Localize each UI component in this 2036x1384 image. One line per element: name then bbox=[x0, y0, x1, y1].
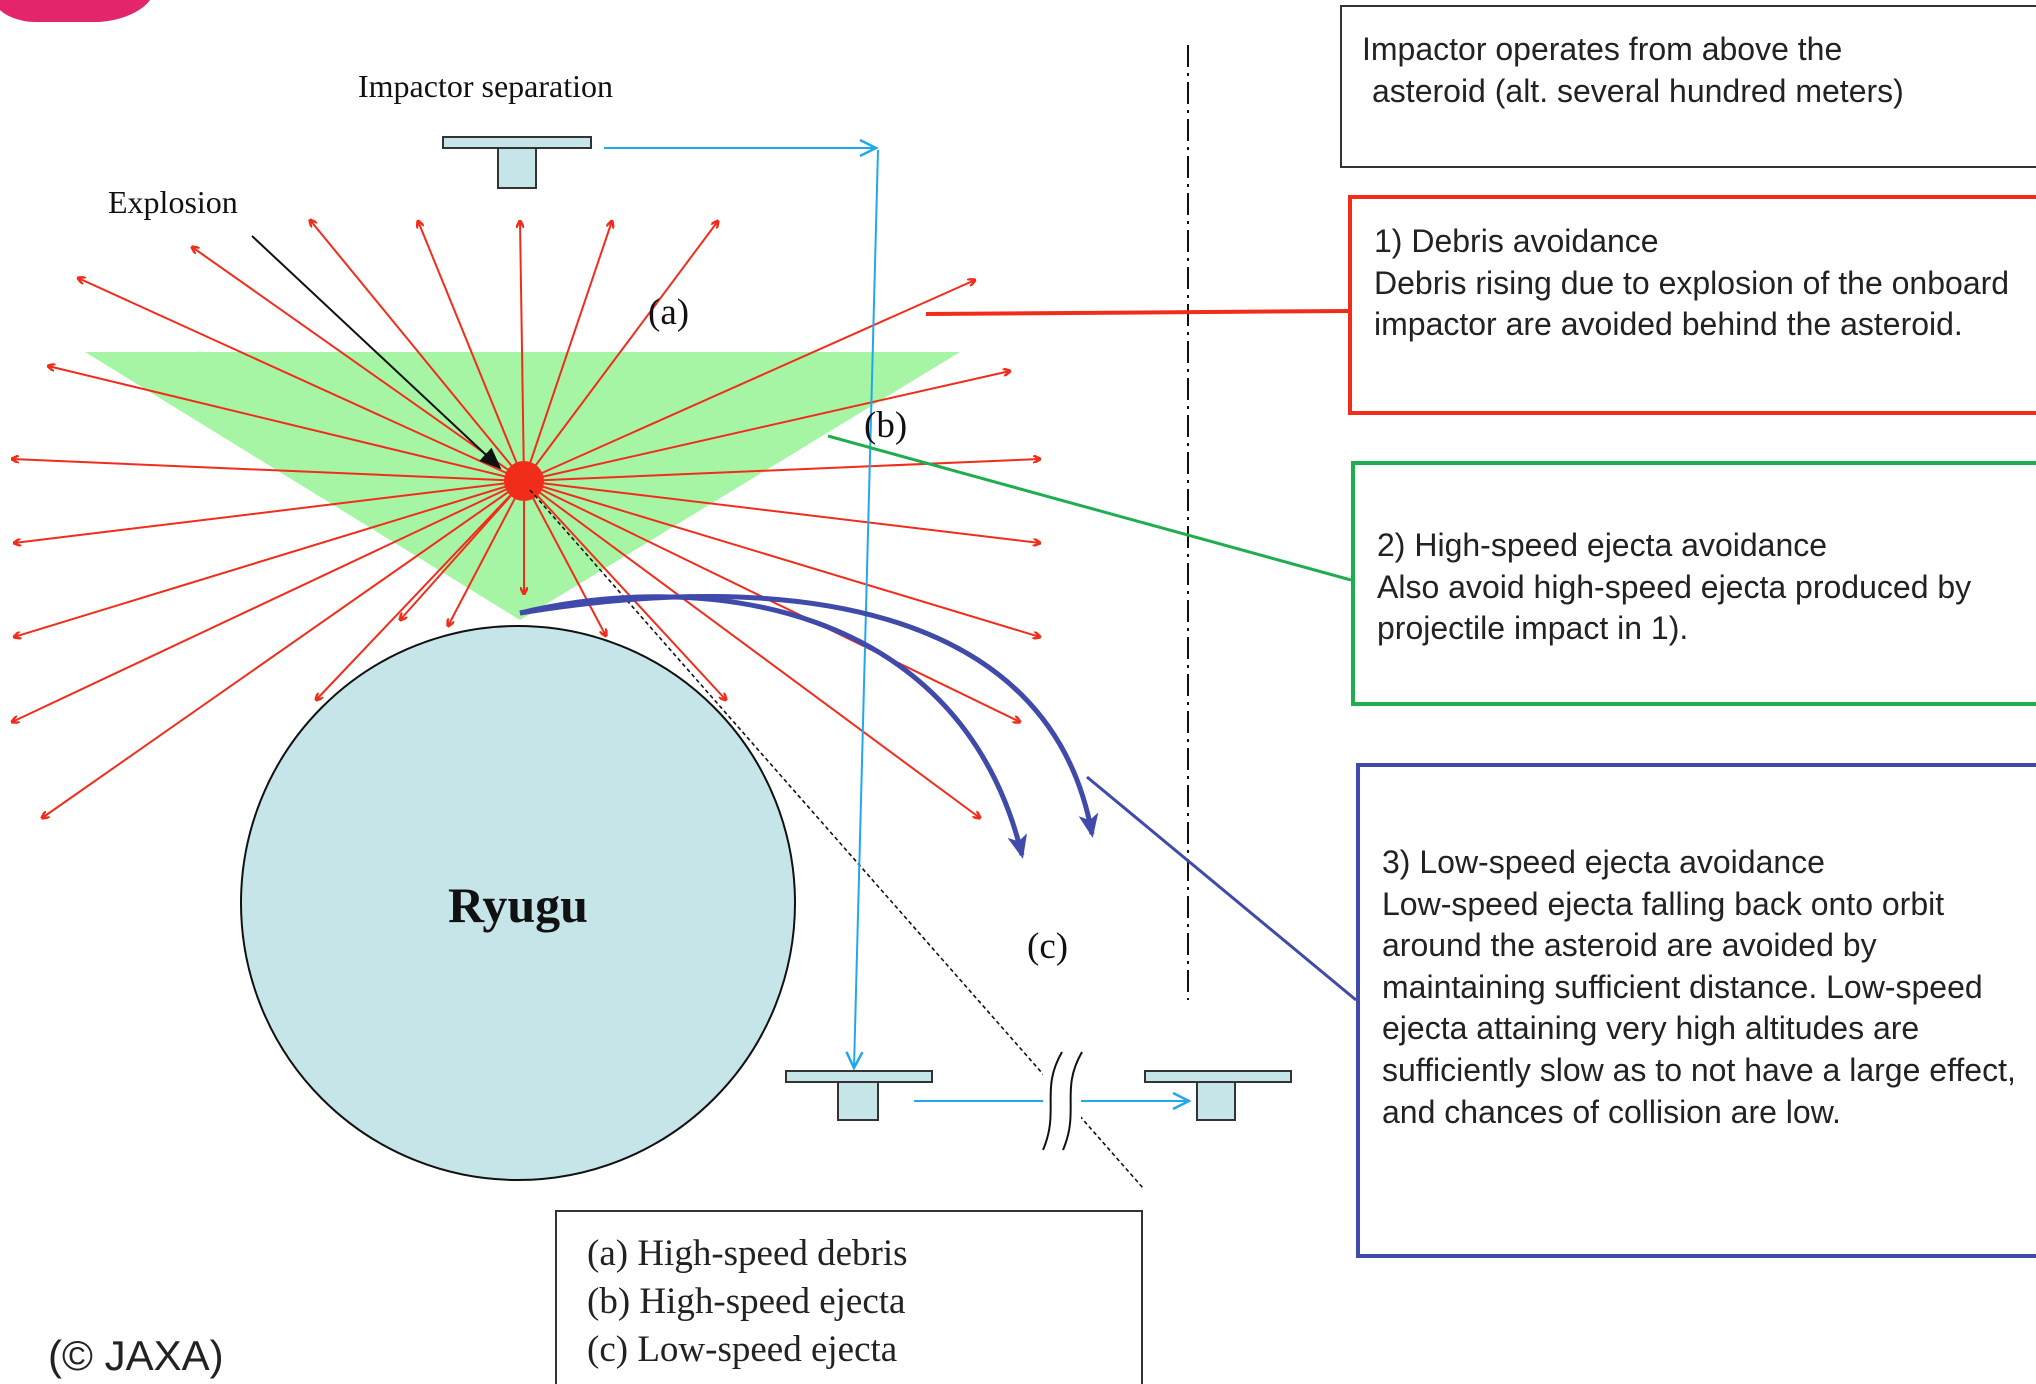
copyright-text: (© JAXA) bbox=[48, 1332, 224, 1379]
legend-item-b: (b) High-speed ejecta bbox=[587, 1281, 906, 1322]
operates-line1: Impactor operates from above the bbox=[1362, 31, 1843, 67]
label-c: (c) bbox=[1027, 926, 1068, 967]
debris-ray-10 bbox=[14, 480, 525, 543]
debris-avoidance-box: 1) Debris avoidance Debris rising due to… bbox=[1348, 195, 2036, 415]
debris-ray-7 bbox=[78, 278, 525, 482]
explosion-pointer bbox=[251, 235, 502, 470]
low-speed-ejecta-title: 3) Low-speed ejecta avoidance bbox=[1382, 844, 1825, 880]
connector-debris bbox=[925, 309, 1350, 316]
impactor-separation-label: Impactor separation bbox=[358, 68, 613, 104]
low-speed-ejecta-arc-outer bbox=[519, 593, 1099, 838]
debris-rays bbox=[12, 220, 1040, 818]
legend-box: (a) High-speed debris (b) High-speed eje… bbox=[555, 1210, 1143, 1384]
label-b: (b) bbox=[864, 405, 907, 446]
ryugu-asteroid bbox=[240, 625, 796, 1181]
debris-ray-1 bbox=[310, 220, 525, 482]
explosion-point bbox=[504, 461, 544, 501]
debris-ray-4 bbox=[523, 221, 612, 482]
debris-ray-22 bbox=[523, 480, 606, 636]
high-speed-ejecta-text: Also avoid high-speed ejecta produced by… bbox=[1377, 568, 1972, 647]
debris-ray-16 bbox=[523, 459, 1040, 482]
debris-ray-26 bbox=[400, 480, 525, 620]
debris-ray-23 bbox=[523, 480, 726, 700]
connector-high-speed bbox=[827, 434, 1352, 582]
high-speed-ejecta-box: 2) High-speed ejecta avoidance Also avoi… bbox=[1351, 461, 2036, 706]
debris-ray-6 bbox=[192, 247, 525, 482]
low-speed-ejecta-box: 3) Low-speed ejecta avoidance Low-speed … bbox=[1356, 763, 2036, 1258]
debris-ray-24 bbox=[316, 480, 525, 700]
legend-item-c: (c) Low-speed ejecta bbox=[587, 1329, 898, 1370]
debris-ray-18 bbox=[523, 480, 1040, 637]
debris-ray-3 bbox=[520, 221, 525, 482]
debris-ray-17 bbox=[523, 480, 1040, 543]
logo-fragment bbox=[0, 0, 150, 22]
tangent-dashed-line bbox=[529, 489, 1144, 1189]
debris-avoidance-text: Debris rising due to explosion of the on… bbox=[1374, 264, 2010, 343]
debris-ray-14 bbox=[523, 280, 975, 482]
spacecraft-evacuation bbox=[785, 1070, 933, 1121]
impactor-operates-box: Impactor operates from above the asteroi… bbox=[1340, 5, 2036, 168]
label-a: (a) bbox=[648, 292, 689, 333]
debris-ray-13 bbox=[42, 480, 525, 818]
operates-line2: asteroid (alt. several hundred meters) bbox=[1372, 72, 1904, 109]
debris-ray-5 bbox=[523, 221, 718, 482]
descent-arrow bbox=[854, 149, 879, 1068]
low-speed-ejecta-text: Low-speed ejecta falling back onto orbit… bbox=[1382, 885, 2016, 1130]
debris-ray-15 bbox=[523, 371, 1010, 482]
spacecraft-standby bbox=[1144, 1070, 1292, 1121]
debris-ray-25 bbox=[448, 480, 525, 626]
debris-avoidance-title: 1) Debris avoidance bbox=[1374, 223, 1659, 259]
distance-break-symbol bbox=[1042, 1050, 1083, 1151]
ryugu-label: Ryugu bbox=[448, 877, 588, 933]
debris-ray-8 bbox=[48, 366, 525, 482]
debris-ray-19 bbox=[523, 480, 1020, 722]
high-speed-ejecta-title: 2) High-speed ejecta avoidance bbox=[1377, 527, 1828, 563]
connector-low-speed bbox=[1086, 775, 1357, 1002]
debris-ray-2 bbox=[418, 221, 525, 482]
impactor-spacecraft-top bbox=[442, 136, 592, 189]
debris-ray-20 bbox=[523, 480, 980, 818]
debris-ray-11 bbox=[14, 480, 525, 637]
explosion-label: Explosion bbox=[108, 184, 238, 220]
legend-item-a: (a) High-speed debris bbox=[587, 1233, 908, 1274]
debris-ray-9 bbox=[12, 459, 525, 482]
debris-ray-12 bbox=[12, 480, 525, 722]
low-speed-ejecta-arc-inner bbox=[519, 594, 1027, 859]
